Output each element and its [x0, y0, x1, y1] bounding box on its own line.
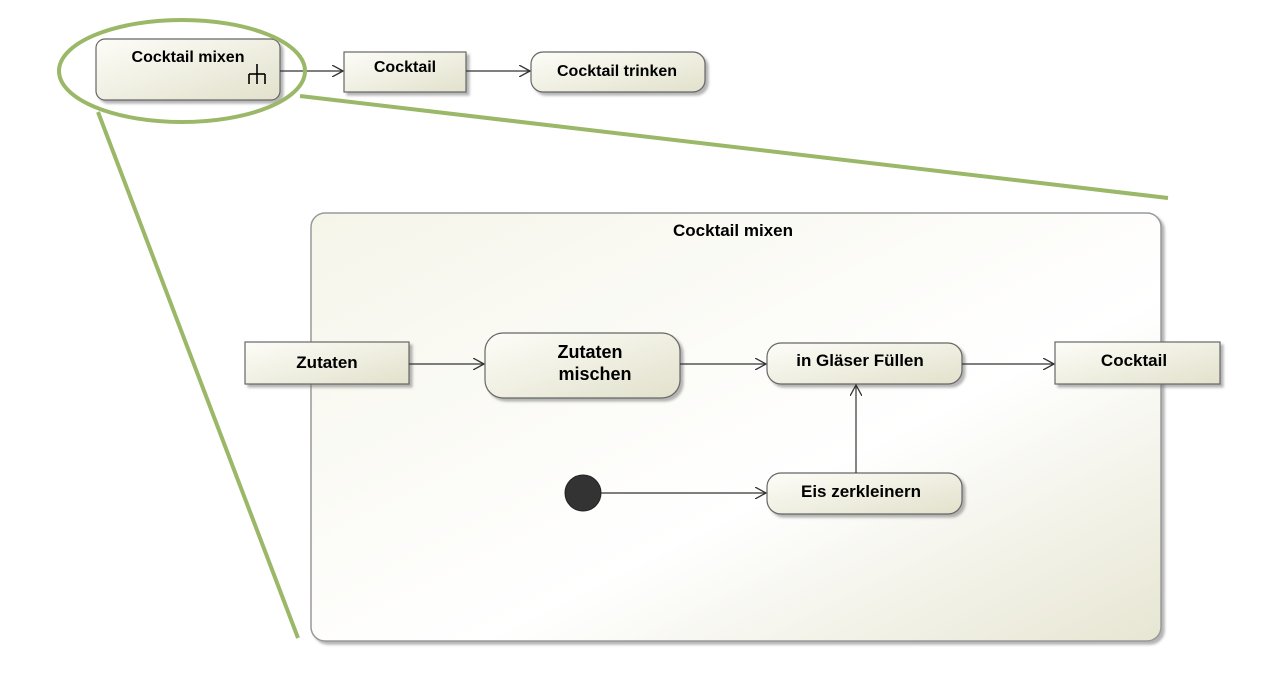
action-eis-zerkleinern[interactable]: Eis zerkleinern — [766, 472, 963, 515]
input-pin-zutaten[interactable]: Zutaten — [244, 341, 410, 385]
zoom-indicator — [96, 94, 1169, 639]
action-in-glaeser-fuellen[interactable]: in Gläser Füllen — [766, 342, 963, 385]
action-zutaten-mischen[interactable]: Zutaten mischen — [484, 332, 681, 399]
action-cocktail-trinken-label: Cocktail trinken — [557, 63, 677, 80]
zoom-line-right — [299, 94, 1169, 200]
action-in-glaeser-fuellen-label: in Gläser Füllen — [796, 351, 924, 370]
detail-contents: Zutaten Zutaten mischen in Gläser Füllen… — [244, 332, 1221, 515]
highlight-ellipse — [57, 18, 307, 124]
rake-icon — [248, 64, 266, 84]
object-cocktail-label: Cocktail — [374, 59, 436, 76]
object-cocktail[interactable]: Cocktail — [343, 51, 467, 93]
top-flow: Cocktail mixen Cocktail Cocktail trinken — [95, 38, 706, 101]
output-pin-cocktail[interactable]: Cocktail — [1054, 341, 1221, 385]
output-pin-cocktail-label: Cocktail — [1101, 351, 1167, 370]
action-cocktail-mixen-label: Cocktail mixen — [132, 49, 245, 66]
initial-node[interactable] — [564, 474, 602, 512]
action-cocktail-trinken[interactable]: Cocktail trinken — [530, 51, 706, 93]
action-cocktail-mixen[interactable]: Cocktail mixen — [95, 38, 281, 101]
action-zutaten-mischen-line2: mischen — [558, 364, 631, 384]
input-pin-zutaten-label: Zutaten — [296, 353, 357, 372]
detail-title: Cocktail mixen — [673, 221, 793, 240]
zoom-line-left — [96, 111, 300, 639]
action-eis-zerkleinern-label: Eis zerkleinern — [801, 482, 921, 501]
action-zutaten-mischen-line1: Zutaten — [558, 342, 623, 362]
detail-frame: Cocktail mixen — [310, 212, 1162, 642]
